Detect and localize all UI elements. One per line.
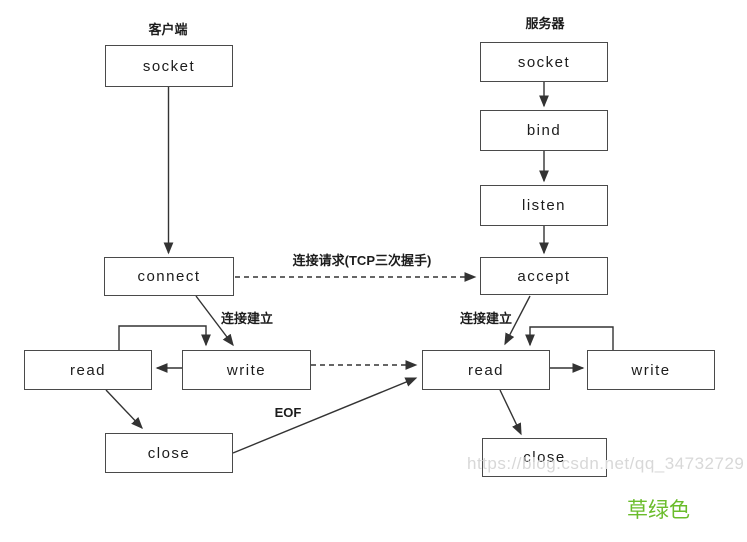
client-write-node: write <box>182 350 311 390</box>
client-close-node: close <box>105 433 233 473</box>
edge-accept-read <box>504 295 531 346</box>
label-connect-request: 连接请求(TCP三次握手) <box>292 253 432 268</box>
client-read-node: read <box>24 350 152 390</box>
label-connection-established-server: 连接建立 <box>459 311 513 326</box>
server-listen-node: listen <box>480 185 608 226</box>
label-connection-established-client: 连接建立 <box>220 311 274 326</box>
server-close-node: close <box>482 438 607 477</box>
label-eof: EOF <box>274 405 302 420</box>
server-read-node: read <box>422 350 550 390</box>
server-accept-node: accept <box>480 257 608 295</box>
server-write-node: write <box>587 350 715 390</box>
caption-green-text: 草绿色 <box>627 499 690 522</box>
edge-close-read-eof <box>232 377 418 454</box>
server-socket-node: socket <box>480 42 608 82</box>
csdn-watermark: https://blog.csdn.net/qq_34732729 <box>467 454 745 473</box>
client-connect-node: connect <box>104 257 234 296</box>
edge-server-write-read-loop <box>525 326 614 350</box>
edge-client-read-write-loop <box>118 325 211 350</box>
server-bind-node: bind <box>480 110 608 151</box>
edge-server-read-close <box>499 389 522 436</box>
server-column-title: 服务器 <box>525 16 565 31</box>
edge-connect-write <box>195 295 234 347</box>
client-column-title: 客户端 <box>148 22 188 37</box>
edge-client-read-close <box>105 389 143 430</box>
client-socket-node: socket <box>105 45 233 87</box>
